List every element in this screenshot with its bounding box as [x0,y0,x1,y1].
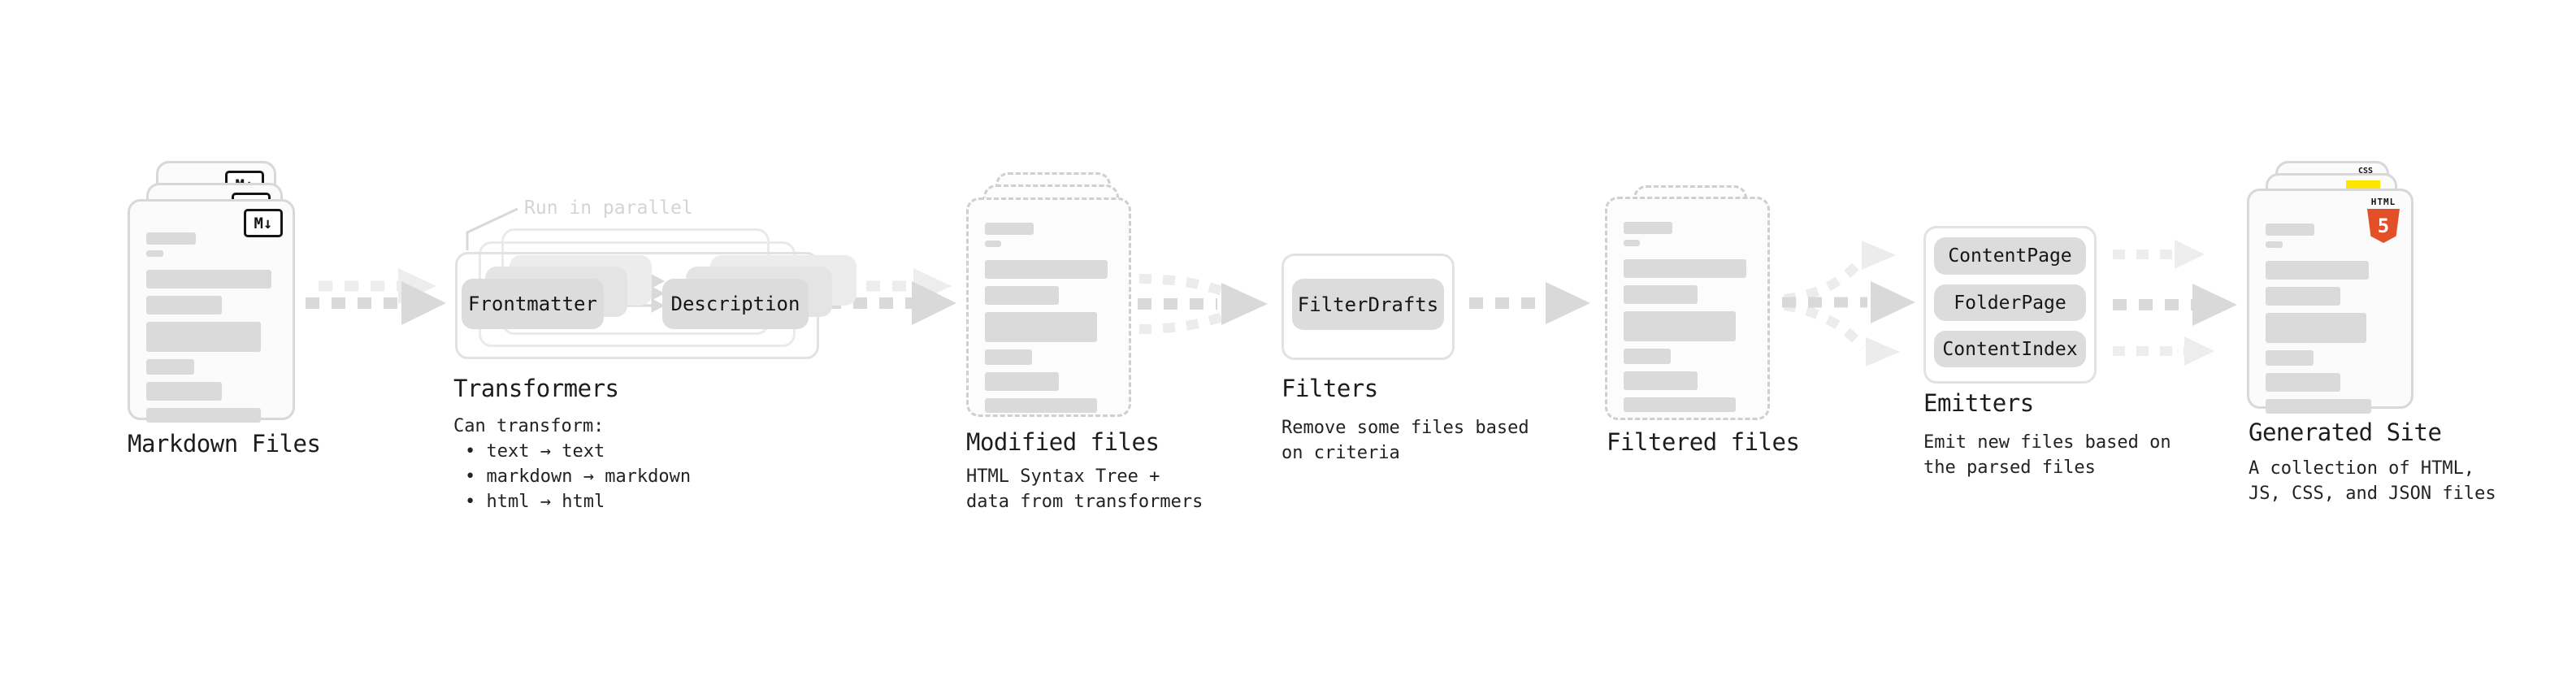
document-content-placeholder [2249,191,2411,414]
site-file-html: HTML 5 [2247,189,2413,414]
content-bar [985,372,1060,391]
content-bar [1624,222,1672,234]
content-bar [146,359,195,375]
contentpage-chip: ContentPage [1934,237,2086,275]
transformers-bullet-list: text → text markdown → markdown html → h… [465,439,692,514]
content-bar [985,286,1060,305]
content-bar [2266,350,2314,366]
folderpage-chip: FolderPage [1934,284,2086,321]
css-icon-text: CSS [2357,167,2374,176]
arrow-modified-to-filters [1138,274,1268,334]
content-bar [2266,287,2341,306]
content-bar [2266,223,2315,236]
markdown-icon: M↓ [244,209,283,237]
markdown-files-label: Markdown Files [128,430,321,458]
filters-label: Filters [1281,375,1378,402]
content-bar [985,398,1098,413]
bullet-item: html → html [465,489,691,514]
arrow-emitters-to-site [2113,240,2237,366]
content-bar [146,232,196,245]
content-bar [1624,285,1698,304]
document-content-placeholder [1607,199,1767,412]
content-bar [1624,259,1746,278]
arrow-filters-to-filtered [1469,282,1590,324]
content-bar [1624,311,1737,341]
content-bar [146,408,261,423]
arrow-markdown-to-transformers [306,268,446,325]
description-chip: Description [662,279,809,329]
html5-icon: HTML 5 [2366,197,2401,243]
content-bar [985,223,1034,235]
contentindex-chip: ContentIndex [1934,331,2086,367]
document-content-placeholder [130,202,293,423]
node-filtered-files [1605,185,1776,425]
content-bar [2266,373,2341,392]
emitters-description: Emit new files based on the parsed files [1923,432,2171,478]
node-generated-site: CSS HTML 5 [2247,161,2418,414]
content-bar [146,322,261,352]
content-bar [1624,349,1672,364]
content-bar [1624,397,1737,412]
bullet-item: text → text [465,439,691,464]
html5-icon-text: HTML [2370,197,2396,207]
filtered-files-label: Filtered files [1607,428,1800,456]
content-bar [146,250,163,257]
html5-icon-number: 5 [2377,215,2390,237]
node-markdown-files: M↓ M↓ M↓ [128,161,295,423]
filters-description: Remove some files based on criteria [1281,418,1529,463]
content-bar [146,296,222,314]
node-modified-files [955,172,1134,424]
content-bar [146,382,222,401]
content-bar [2266,399,2372,414]
content-bar [985,349,1033,365]
html5-icon-shield: 5 [2367,209,2400,243]
content-bar [2266,261,2370,280]
content-bar [146,270,271,288]
transformers-label: Transformers [453,375,619,402]
content-bar [985,312,1098,342]
filtered-file-front [1605,197,1770,420]
emitters-label: Emitters [1923,389,2034,417]
modified-file-front [966,197,1131,417]
content-bar [2266,313,2367,343]
transformers-description-heading: Can transform: [453,416,605,436]
frontmatter-chip: Frontmatter [462,279,604,329]
content-bar [1624,371,1698,390]
run-in-parallel-annotation: Run in parallel [524,197,693,219]
content-bar [2266,241,2283,248]
filterdrafts-chip: FilterDrafts [1292,279,1444,330]
content-bar [1624,240,1641,246]
content-bar [985,241,1002,247]
generated-site-description: A collection of HTML, JS, CSS, and JSON … [2249,458,2496,504]
modified-files-description: HTML Syntax Tree + data from transformer… [966,466,1203,512]
arrow-filtered-to-emitters [1782,241,1915,367]
generated-site-label: Generated Site [2249,419,2442,446]
markdown-file-front: M↓ [128,199,295,423]
modified-files-label: Modified files [966,428,1160,456]
document-content-placeholder [969,200,1129,413]
bullet-item: markdown → markdown [465,464,692,489]
content-bar [985,260,1108,279]
